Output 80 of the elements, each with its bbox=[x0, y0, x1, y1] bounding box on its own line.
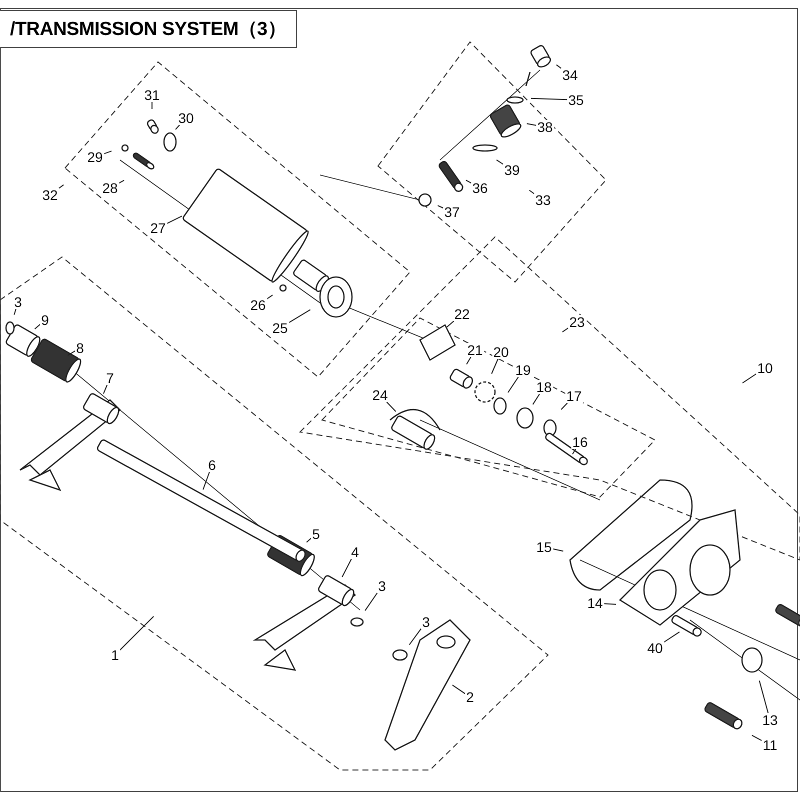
leader-line bbox=[58, 184, 64, 189]
leader-line bbox=[496, 159, 504, 165]
callout-number: 31 bbox=[143, 88, 161, 102]
leader-line bbox=[364, 592, 378, 612]
callout-number: 1 bbox=[110, 648, 120, 662]
callout-number: 15 bbox=[535, 540, 553, 554]
callout-number: 10 bbox=[756, 361, 774, 375]
callout-number: 19 bbox=[514, 363, 532, 377]
leader-line bbox=[663, 631, 680, 643]
callout-number: 30 bbox=[177, 111, 195, 125]
callout-number: 23 bbox=[568, 315, 586, 329]
leader-line bbox=[491, 358, 498, 374]
leader-line bbox=[466, 356, 472, 365]
callout-number: 22 bbox=[453, 307, 471, 321]
callout-number: 3 bbox=[377, 579, 387, 593]
callout-number: 13 bbox=[761, 713, 779, 727]
leader-line bbox=[446, 320, 454, 328]
leader-line bbox=[751, 734, 762, 742]
callout-number: 32 bbox=[41, 188, 59, 202]
leader-line bbox=[306, 538, 312, 543]
callout-number: 6 bbox=[207, 458, 217, 472]
callout-number: 33 bbox=[534, 193, 552, 207]
callout-number: 40 bbox=[646, 641, 664, 655]
callout-number: 2 bbox=[465, 690, 475, 704]
leader-line bbox=[526, 123, 537, 126]
leader-line bbox=[408, 628, 422, 646]
leader-line bbox=[452, 684, 466, 694]
callout-number: 21 bbox=[466, 343, 484, 357]
leader-line bbox=[342, 558, 352, 578]
callout-number: 37 bbox=[443, 205, 461, 219]
leader-line bbox=[34, 324, 41, 330]
leader-line bbox=[386, 402, 396, 412]
callout-number: 29 bbox=[86, 150, 104, 164]
callout-number: 14 bbox=[586, 596, 604, 610]
callout-number: 38 bbox=[536, 120, 554, 134]
callout-number: 3 bbox=[13, 295, 23, 309]
leader-line bbox=[532, 394, 540, 405]
callout-number: 24 bbox=[371, 388, 389, 402]
callout-number: 39 bbox=[503, 163, 521, 177]
callout-number: 9 bbox=[40, 313, 50, 327]
callout-number: 27 bbox=[149, 221, 167, 235]
callout-number: 18 bbox=[535, 380, 553, 394]
leader-line bbox=[166, 216, 182, 224]
callout-number: 11 bbox=[762, 738, 778, 752]
leader-line bbox=[288, 309, 311, 324]
leader-line bbox=[528, 190, 535, 194]
leader-line bbox=[119, 616, 154, 651]
leader-line bbox=[572, 448, 576, 455]
callout-number: 16 bbox=[571, 435, 589, 449]
callout-number: 34 bbox=[561, 68, 579, 82]
callout-number: 35 bbox=[567, 93, 585, 107]
leader-line bbox=[556, 64, 562, 69]
leader-line bbox=[465, 180, 472, 184]
leader-line bbox=[560, 402, 568, 410]
callout-number: 4 bbox=[350, 545, 360, 559]
leader-line bbox=[437, 205, 444, 208]
leader-line bbox=[530, 98, 568, 100]
callout-number: 5 bbox=[311, 527, 321, 541]
callout-number: 20 bbox=[492, 345, 510, 359]
callout-number: 36 bbox=[471, 181, 489, 195]
title: /TRANSMISSION SYSTEM（3） bbox=[0, 10, 298, 48]
callout-number: 25 bbox=[271, 321, 289, 335]
leader-line bbox=[175, 124, 180, 130]
callout-number: 8 bbox=[75, 341, 85, 355]
callout-number: 7 bbox=[105, 371, 115, 385]
leader-line bbox=[562, 328, 569, 332]
leader-line bbox=[552, 548, 564, 552]
callout-number: 28 bbox=[101, 181, 119, 195]
leader-line bbox=[603, 603, 617, 605]
leader-line bbox=[14, 308, 16, 316]
leader-line bbox=[508, 376, 519, 393]
callout-number: 26 bbox=[249, 298, 267, 312]
leader-line bbox=[67, 350, 76, 356]
leader-line bbox=[102, 384, 108, 394]
leader-line bbox=[202, 472, 210, 490]
leader-line bbox=[742, 373, 757, 384]
callout-number: 17 bbox=[565, 389, 583, 403]
callout-number: 3 bbox=[421, 615, 431, 629]
leader-line bbox=[758, 680, 769, 714]
leader-line bbox=[103, 150, 112, 154]
